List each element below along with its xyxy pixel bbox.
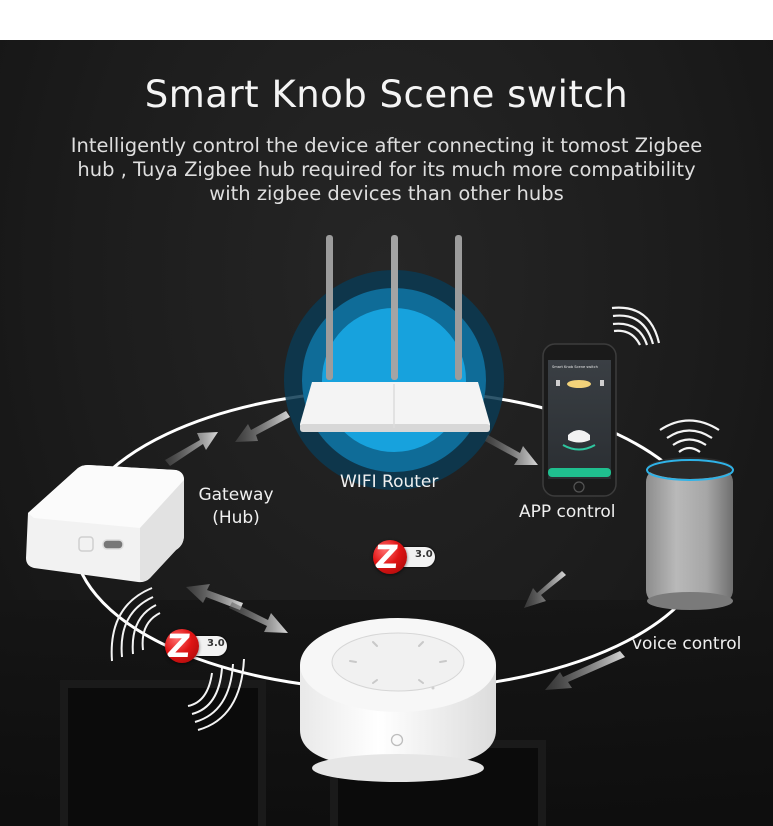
page-subtitle: Intelligently control the device after c… [30, 134, 743, 206]
router-antenna [391, 235, 398, 380]
app-label: APP control [519, 502, 616, 522]
arrow-voice-to-knob [524, 571, 566, 608]
zigbee-logo-icon: Z [165, 629, 199, 663]
arrow-to-app [485, 435, 538, 465]
router-antenna [455, 235, 462, 380]
arrow-gateway-to-knob [229, 602, 288, 633]
subtitle-line: with zigbee devices than other hubs [209, 182, 564, 205]
gateway-label-line: Gateway [198, 485, 274, 505]
smart-knob[interactable] [300, 618, 496, 782]
gateway-button [78, 536, 94, 552]
zigbee-badge-left: 3.0 Z [165, 629, 229, 663]
phone-screen [548, 360, 611, 479]
knob-dial-markers [349, 641, 447, 684]
arrow-to-router [165, 432, 218, 466]
voice-label: voice control [632, 634, 742, 654]
smart-speaker[interactable] [646, 457, 734, 610]
zigbee-signal-icon [110, 587, 245, 731]
knob-reset-button[interactable] [390, 733, 404, 747]
page-title: Smart Knob Scene switch [144, 73, 629, 116]
arrow-knob-to-gateway [186, 584, 243, 610]
zigbee-logo-icon: Z [373, 540, 407, 574]
router-antenna [326, 235, 333, 380]
phone-action-button [548, 468, 611, 477]
diagram-canvas: Smart Knob Scene switch Intelligently co… [0, 40, 773, 826]
phone-screen-title: Smart Knob Scene switch [552, 365, 598, 369]
router-label: WIFI Router [340, 472, 439, 492]
arrow-to-gateway [235, 411, 290, 442]
gateway-label: Gateway (Hub) [193, 484, 279, 530]
arrow-voice-to-knob [545, 651, 625, 690]
subtitle-line: hub , Tuya Zigbee hub required for its m… [77, 158, 696, 181]
knob-dial[interactable] [331, 632, 465, 692]
zigbee-version: 3.0 [207, 638, 225, 649]
gateway-label-line: (Hub) [212, 508, 260, 528]
speaker-signal-icon [659, 419, 720, 453]
zigbee-version: 3.0 [415, 549, 433, 560]
speaker-light-ring [646, 459, 734, 481]
subtitle-line: Intelligently control the device after c… [70, 134, 703, 157]
phone-app[interactable]: Smart Knob Scene switch [542, 343, 617, 497]
gateway-hub[interactable] [26, 458, 184, 583]
connection-diagram: Smart Knob Scene switch [26, 235, 734, 782]
zigbee-badge-center: 3.0 Z [373, 540, 437, 574]
wifi-router[interactable] [300, 235, 490, 432]
phone-signal-icon [611, 306, 661, 346]
usb-port [102, 539, 124, 550]
